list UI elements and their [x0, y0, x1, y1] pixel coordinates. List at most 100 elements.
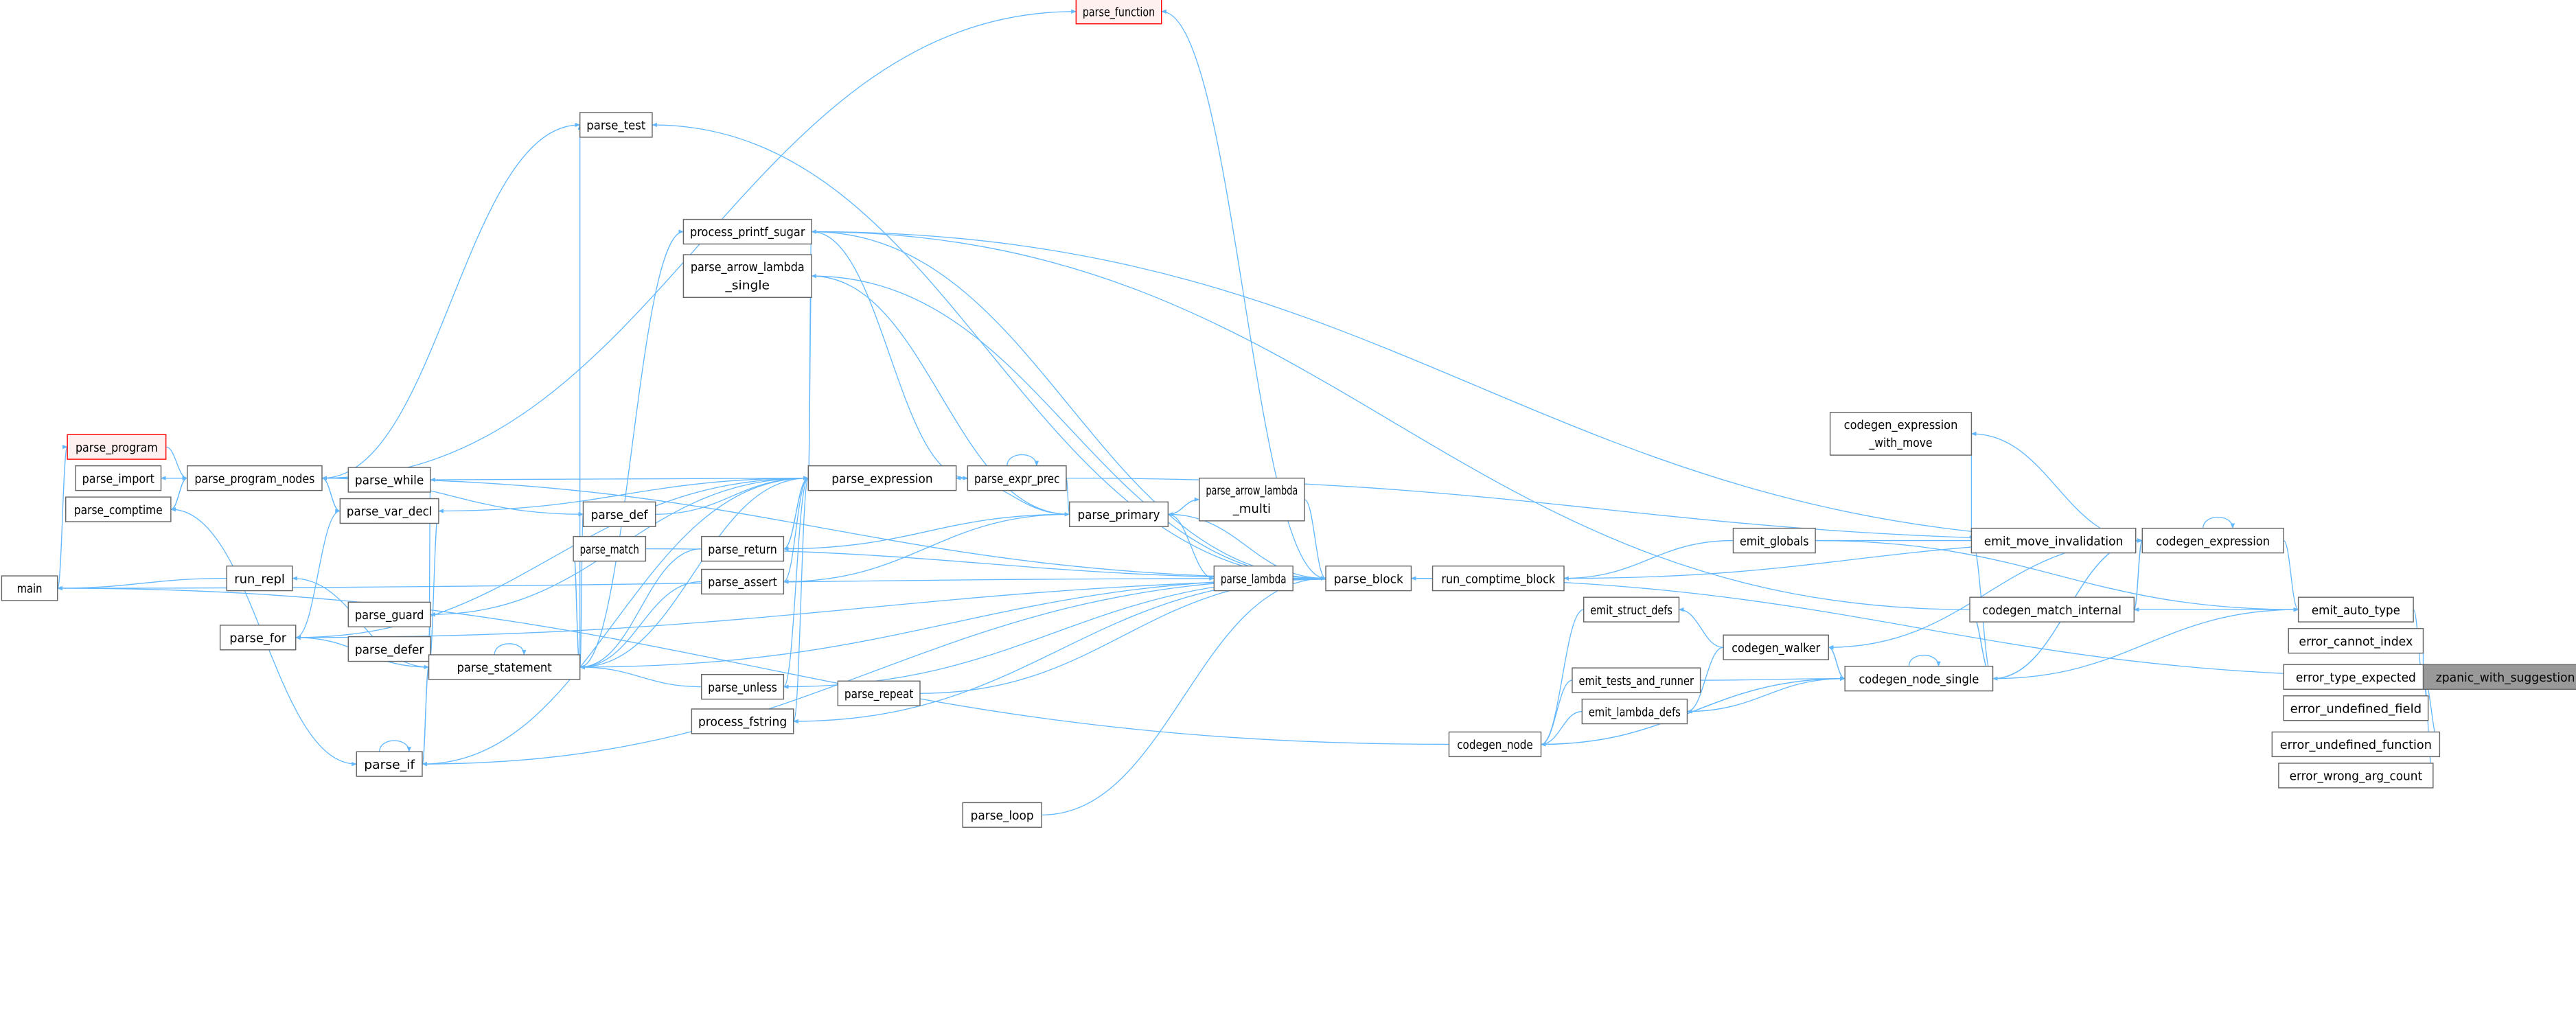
node-error-cannot-index[interactable]: error_cannot_index [2288, 627, 2424, 654]
node-parse-expression[interactable]: parse_expression [807, 465, 957, 491]
node-parse-function[interactable]: parse_function [1075, 0, 1162, 25]
node-codegen-expression[interactable]: codegen_expression [2141, 527, 2284, 554]
node-label: codegen_expression [2156, 534, 2270, 548]
node-parse-return[interactable]: parse_return [701, 535, 785, 562]
node-main[interactable]: main [1, 575, 58, 601]
node-label: parse_guard [355, 608, 424, 623]
node-parse-unless[interactable]: parse_unless [701, 673, 785, 700]
node-box [582, 501, 656, 527]
node-label: parse_comptime [74, 503, 163, 518]
node-label: parse_defer [355, 642, 424, 657]
node-parse-test[interactable]: parse_test [579, 112, 653, 138]
node-parse-lambda[interactable]: parse_lambda [1213, 565, 1293, 592]
edge-codegen_match_internal-to-codegen_expression [2133, 538, 2143, 610]
node-codegen-node[interactable]: codegen_node [1448, 731, 1542, 758]
node-label: parse_lambda [1221, 572, 1287, 586]
node-codegen-walker[interactable]: codegen_walker [1723, 634, 1829, 660]
node-emit-move-invalidation[interactable]: emit_move_invalidation [1970, 527, 2137, 554]
node-label: parse_while [355, 474, 424, 488]
edge-parse_expression-to-parse_while [430, 477, 809, 483]
edge-parse_block-to-zpanic_with_suggestion [1411, 577, 2424, 680]
node-parse-import[interactable]: parse_import [75, 465, 162, 491]
node-box [75, 465, 162, 491]
node-parse-expr-prec[interactable]: parse_expr_prec [967, 465, 1067, 491]
node-codegen-node-single[interactable]: codegen_node_single [1844, 666, 1994, 692]
node-run-repl[interactable]: run_repl [226, 565, 293, 592]
node-codegen-expression-with-move[interactable]: codegen_expression_with_move [1829, 412, 1973, 456]
node-parse-for[interactable]: parse_for [219, 625, 297, 651]
node-box [226, 565, 293, 592]
node-error-wrong-arg-count[interactable]: error_wrong_arg_count [2278, 763, 2434, 789]
node-emit-auto-type[interactable]: emit_auto_type [2297, 596, 2414, 623]
node-parse-guard[interactable]: parse_guard [347, 601, 431, 627]
node-box [691, 708, 794, 734]
node-parse-block[interactable]: parse_block [1325, 565, 1412, 592]
node-box [1572, 667, 1701, 693]
node-parse-program-nodes[interactable]: parse_program_nodes [187, 465, 323, 491]
node-label: parse_expr_prec [974, 472, 1059, 486]
node-parse-assert[interactable]: parse_assert [701, 568, 785, 595]
node-parse-arrow-lambda-single[interactable]: parse_arrow_lambda_single [682, 254, 812, 299]
node-parse-var-decl[interactable]: parse_var_decl [339, 498, 439, 524]
node-parse-defer[interactable]: parse_defer [347, 636, 431, 662]
node-error-undefined-function[interactable]: error_undefined_function [2271, 731, 2441, 758]
node-box [219, 625, 297, 651]
node-process-fstring[interactable]: process_fstring [691, 708, 794, 734]
edge-codegen_node_single-to-emit_auto_type [1992, 607, 2299, 680]
node-parse-primary[interactable]: parse_primary [1069, 501, 1169, 527]
node-emit-struct-defs[interactable]: emit_struct_defs [1583, 596, 1680, 623]
edge-parse_expression-to-parse_unless [783, 477, 809, 689]
node-box [347, 636, 431, 662]
node-box [579, 112, 653, 138]
node-label: parse_def [591, 508, 648, 522]
node-label: parse_import [82, 472, 154, 486]
node-label: _single [724, 278, 770, 292]
node-error-type-expected[interactable]: error_type_expected [2283, 664, 2429, 690]
node-label: parse_loop [971, 809, 1034, 823]
node-run-comptime-block[interactable]: run_comptime_block [1431, 565, 1565, 592]
node-process-printf-sugar[interactable]: process_printf_sugar [682, 218, 812, 245]
node-box [2278, 763, 2434, 789]
edge-run_repl-to-main [56, 577, 227, 591]
node-label: error_cannot_index [2299, 634, 2413, 649]
edge-parse_block-to-process_printf_sugar [811, 229, 1326, 579]
node-emit-lambda-defs[interactable]: emit_lambda_defs [1581, 698, 1688, 725]
node-parse-statement[interactable]: parse_statement [428, 654, 581, 680]
node-label: error_undefined_field [2290, 701, 2422, 716]
node-box [2422, 664, 2576, 690]
node-emit-globals[interactable]: emit_globals [1732, 527, 1816, 554]
node-box [2271, 731, 2441, 758]
edge-parse_arrow_lambda_multi-to-parse_block [1304, 499, 1326, 581]
node-codegen-match-internal[interactable]: codegen_match_internal [1969, 596, 2135, 623]
node-parse-while[interactable]: parse_while [347, 467, 431, 493]
edge-parse_repeat-to-parse_block [919, 576, 1326, 694]
node-box [682, 218, 812, 245]
node-error-undefined-field[interactable]: error_undefined_field [2283, 695, 2429, 721]
edge-emit_lambda_defs-to-codegen_node_single [1687, 676, 1845, 712]
node-parse-if[interactable]: parse_if [356, 751, 423, 777]
node-parse-loop[interactable]: parse_loop [962, 802, 1042, 828]
node-parse-arrow-lambda-multi[interactable]: parse_arrow_lambda _multi [1199, 477, 1305, 522]
edges-layer [56, 9, 2441, 816]
edge-parse_block-to-parse_function [1160, 9, 1326, 579]
node-label: parse_return [708, 542, 777, 557]
node-emit-tests-and-runner[interactable]: emit_tests_and_runner [1572, 667, 1701, 693]
edge-parse_arrow_lambda_multi-to-parse_primary [1167, 499, 1199, 517]
node-parse-def[interactable]: parse_def [582, 501, 656, 527]
node-box [1581, 698, 1688, 725]
node-label: _with_move [1869, 436, 1933, 450]
node-zpanic-with-suggestion[interactable]: zpanic_with_suggestion [2422, 664, 2576, 690]
node-label: parse_arrow_lambda [1206, 484, 1298, 498]
node-parse-comptime[interactable]: parse_comptime [65, 496, 172, 522]
node-label: _multi [1232, 502, 1271, 516]
edge-parse_block-to-parse_test [652, 122, 1326, 579]
node-box [2283, 664, 2429, 690]
node-box [1075, 0, 1162, 25]
node-parse-repeat[interactable]: parse_repeat [837, 680, 921, 706]
node-parse-program[interactable]: parse_program [67, 434, 167, 460]
edge-parse_block-to-parse_program_nodes [321, 476, 1326, 579]
node-label: parse_expression [831, 472, 932, 486]
node-parse-match[interactable]: parse_match [573, 535, 647, 562]
edge-parse_expression-to-parse_for [295, 477, 809, 640]
node-label: emit_auto_type [2312, 603, 2400, 618]
